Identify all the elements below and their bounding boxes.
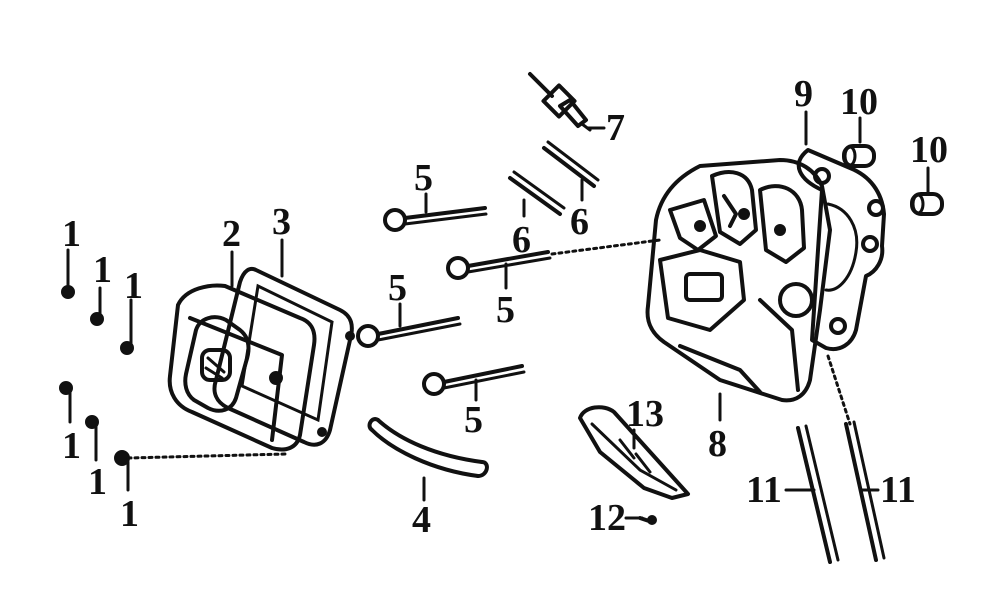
callout-2: 2 — [222, 213, 241, 255]
bolt-part-1c — [120, 298, 134, 355]
callout-13: 13 — [626, 393, 664, 435]
dowel-pin-part-10b — [910, 192, 944, 216]
spark-plug-part-7 — [528, 72, 592, 132]
callout-9: 9 — [794, 73, 813, 115]
stud-part-6b — [542, 140, 600, 188]
bolt-part-1d — [59, 381, 73, 424]
callout-5b: 5 — [496, 289, 515, 331]
callout-10a: 10 — [840, 81, 878, 123]
long-stud-part-11a — [796, 424, 840, 564]
callout-11b: 11 — [880, 469, 916, 511]
callout-1a: 1 — [62, 213, 81, 255]
head-bolt-part-5c — [356, 316, 462, 348]
bolt-part-1f — [114, 450, 130, 492]
callout-1f: 1 — [120, 493, 139, 535]
head-bolt-part-5a — [383, 206, 488, 232]
head-bolt-part-5d — [422, 364, 526, 396]
callout-7: 7 — [606, 107, 625, 149]
stud-part-6a — [508, 170, 566, 216]
callout-11a: 11 — [746, 469, 782, 511]
assembly-line-stud-11 — [826, 354, 852, 426]
callout-5d: 5 — [464, 399, 483, 441]
breather-tube-part-4 — [367, 417, 489, 478]
head-gasket-part-9 — [796, 148, 886, 351]
callout-8: 8 — [708, 423, 727, 465]
assembly-line-bolt-1 — [126, 452, 288, 460]
cylinder-head-part-8 — [645, 158, 832, 403]
callout-1e: 1 — [88, 461, 107, 503]
callout-5c: 5 — [388, 267, 407, 309]
callout-6b: 6 — [570, 201, 589, 243]
deflector-plate-part-13 — [578, 405, 690, 500]
callout-1d: 1 — [62, 425, 81, 467]
bolt-part-1a — [61, 248, 75, 299]
dowel-pin-part-10a — [842, 144, 876, 168]
head-bolt-part-5b — [446, 250, 552, 280]
callout-12: 12 — [588, 497, 626, 539]
callout-5a: 5 — [414, 157, 433, 199]
assembly-line-bolt-5 — [550, 238, 662, 256]
callout-3: 3 — [272, 201, 291, 243]
callout-10b: 10 — [910, 129, 948, 171]
bolt-part-1e — [85, 415, 99, 462]
callout-4: 4 — [412, 499, 431, 541]
callout-1b: 1 — [93, 249, 112, 291]
callout-1c: 1 — [124, 265, 143, 307]
callout-6a: 6 — [512, 219, 531, 261]
valve-cover-part-2 — [167, 283, 317, 452]
gasket-part-3 — [212, 266, 355, 447]
bolt-part-1b — [90, 286, 104, 326]
